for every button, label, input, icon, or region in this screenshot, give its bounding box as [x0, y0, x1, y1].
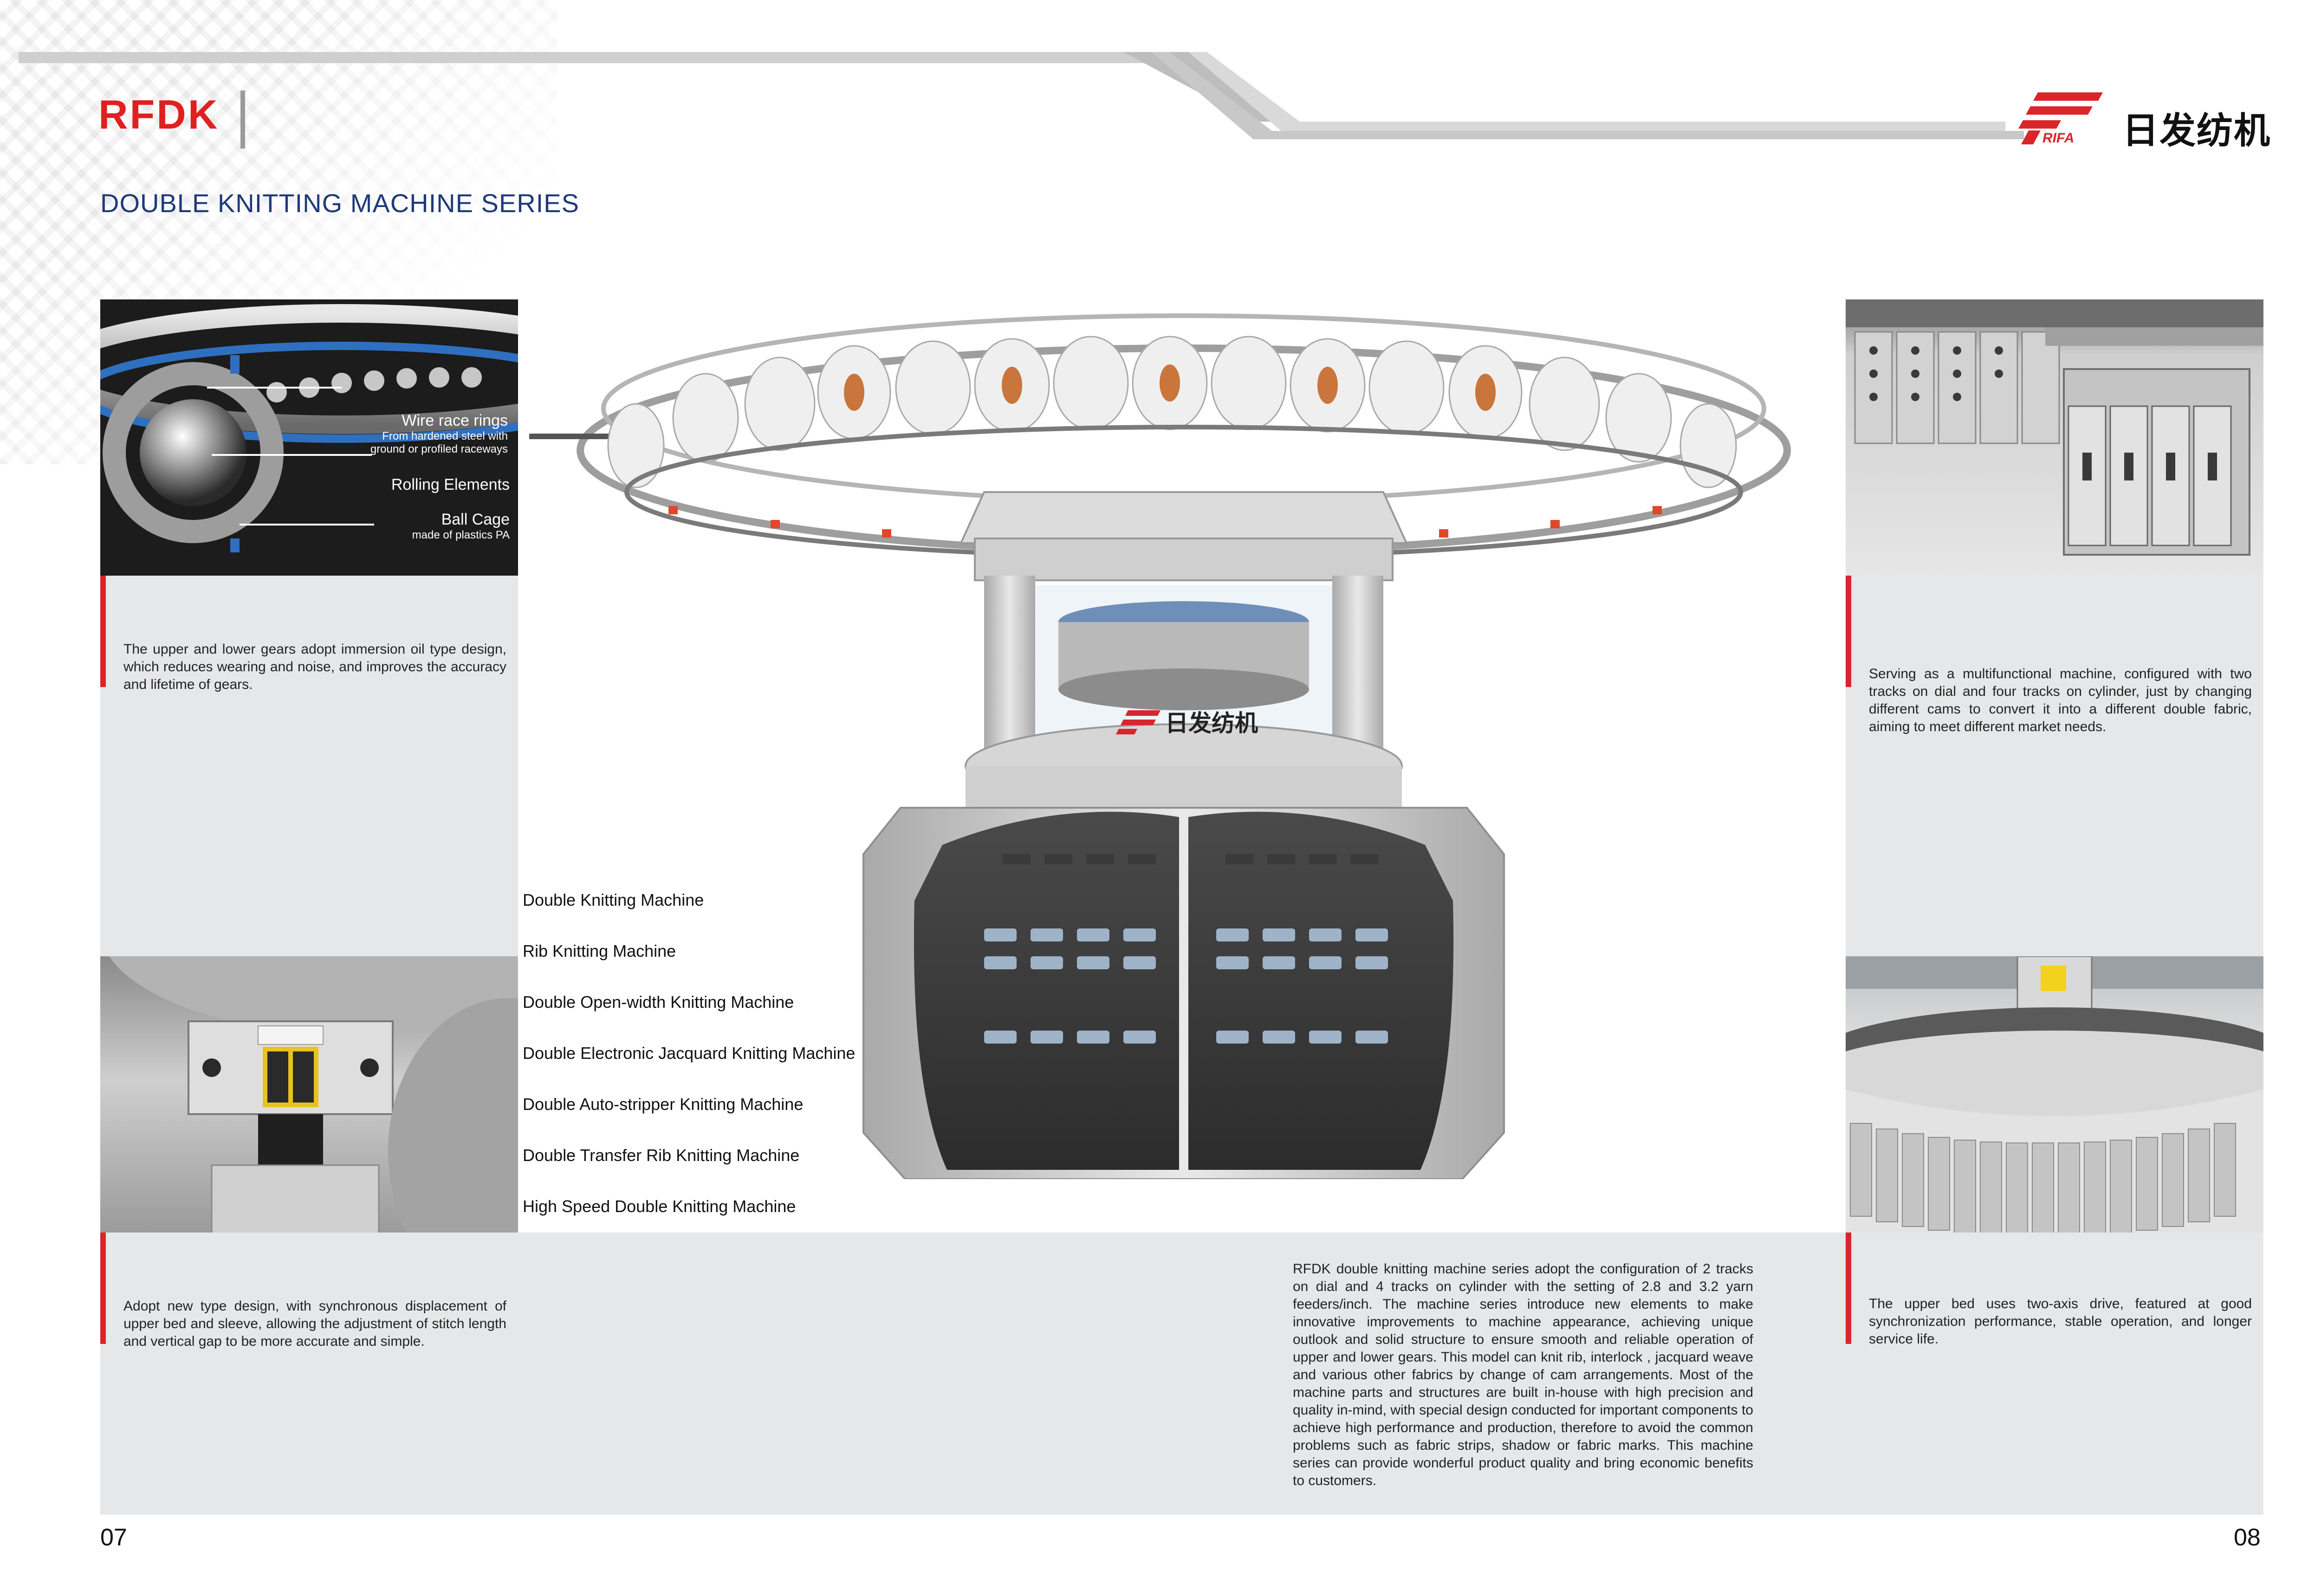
adjustment-photo	[100, 956, 518, 1233]
machine-logo	[1116, 710, 1160, 734]
rifa-logo: RIFA 日发纺机	[2015, 91, 2275, 152]
bottom-gray-panel	[518, 1233, 1846, 1515]
adjustment-illustration	[109, 956, 518, 1233]
header-swoosh	[19, 52, 2024, 139]
rifa-logo-mark: RIFA	[2042, 130, 2075, 146]
gears-caption: The upper and lower gears adopt immersio…	[123, 642, 506, 692]
upper-bed-caption: The upper bed uses two-axis drive, featu…	[1869, 1296, 2252, 1347]
knitting-machine-illustration: 日发纺机	[529, 313, 1791, 1179]
machine-list-item: Double Electronic Jacquard Knitting Mach…	[523, 1044, 856, 1063]
upper-bed-photo	[1846, 956, 2263, 1233]
wire-race-desc-2: ground or profiled raceways	[370, 443, 508, 455]
upper-bed-illustration	[1846, 956, 2263, 1233]
ball-cage-title: Ball Cage	[441, 511, 510, 528]
machine-logo-text: 日发纺机	[1165, 710, 1258, 737]
cams-photo	[1846, 299, 2263, 576]
bearing-photo: Wire race rings From hardened steel with…	[100, 299, 518, 576]
brand-code: RFDK	[98, 91, 220, 137]
machine-list-item: Rib Knitting Machine	[523, 941, 676, 960]
machine-list-item: Double Auto-stripper Knitting Machine	[523, 1095, 804, 1114]
wire-race-title: Wire race rings	[402, 412, 508, 429]
series-description: RFDK double knitting machine series adop…	[1293, 1261, 1753, 1488]
machine-list-item: High Speed Double Knitting Machine	[523, 1197, 796, 1216]
rolling-elements-label: Rolling Elements	[391, 476, 510, 493]
machine-list-item: Double Knitting Machine	[523, 890, 704, 909]
ball-cage-callout: Ball Cage made of plastics PA	[412, 511, 510, 542]
upper-bed-accent-bar	[1846, 1233, 1851, 1344]
displacement-accent-bar	[100, 1233, 106, 1344]
multifunctional-caption: Serving as a multifunctional machine, co…	[1869, 666, 2252, 734]
brand-divider	[240, 91, 245, 149]
rifa-logo-icon	[2018, 92, 2103, 144]
multifunctional-accent-bar	[1846, 576, 1851, 687]
gears-accent-bar	[100, 576, 106, 687]
machine-list-item: Double Transfer Rib Knitting Machine	[523, 1146, 800, 1165]
series-title: DOUBLE KNITTING MACHINE SERIES	[100, 188, 579, 218]
page-number-left: 07	[100, 1524, 127, 1551]
ball-cage-desc: made of plastics PA	[412, 529, 510, 541]
bearing-illustration	[100, 304, 518, 552]
wire-race-callout: Wire race rings From hardened steel with…	[370, 412, 508, 456]
wire-race-desc-1: From hardened steel with	[382, 430, 508, 442]
page-number-right: 08	[2234, 1524, 2261, 1551]
rifa-logo-chinese: 日发纺机	[2122, 110, 2271, 152]
cams-illustration	[1846, 299, 2263, 556]
machine-list-item: Double Open-width Knitting Machine	[523, 993, 794, 1012]
displacement-caption: Adopt new type design, with synchronous …	[123, 1298, 506, 1349]
